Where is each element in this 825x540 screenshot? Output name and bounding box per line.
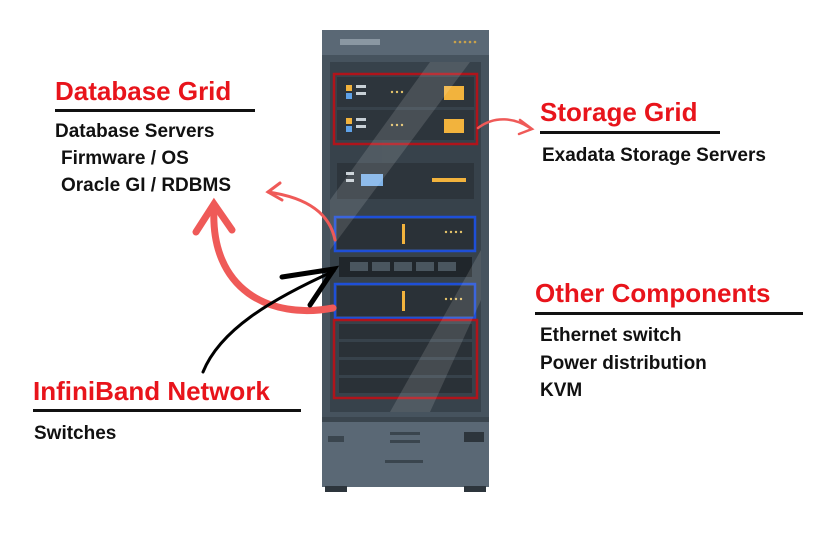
database-arrow (192, 181, 337, 315)
database-grid-underline (55, 109, 255, 112)
database-highlight-box-bottom (333, 282, 477, 320)
other-components-item: Power distribution (540, 353, 707, 374)
infiniband-network-underline (33, 409, 301, 412)
storage-server-units (332, 72, 479, 146)
infiniband-arrow (201, 265, 340, 374)
other-highlight-box (332, 318, 479, 400)
other-components-underline (535, 312, 803, 315)
other-components-heading: Other Components (535, 278, 771, 308)
storage-highlight-box (332, 72, 479, 146)
database-grid-item: Oracle GI / RDBMS (61, 175, 231, 196)
other-components-item: Ethernet switch (540, 325, 682, 346)
storage-grid-item: Exadata Storage Servers (542, 145, 766, 166)
database-grid-item: Database Servers (55, 121, 215, 142)
storage-arrow (476, 118, 535, 136)
storage-grid-underline (540, 131, 720, 134)
storage-grid-heading: Storage Grid (540, 97, 698, 127)
rack-base (322, 417, 489, 487)
infiniband-network-heading: InfiniBand Network (33, 376, 270, 406)
other-components-item: KVM (540, 380, 583, 401)
other-component-units (332, 318, 479, 400)
database-grid-item: Firmware / OS (61, 148, 189, 169)
database-server-units (333, 215, 477, 320)
infiniband-network-item: Switches (34, 423, 117, 444)
database-grid-heading: Database Grid (55, 76, 232, 106)
